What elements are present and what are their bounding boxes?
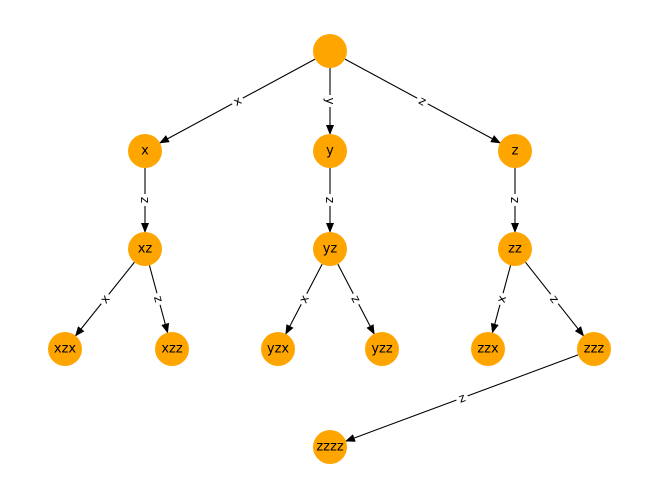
- node-label: xzx: [54, 342, 77, 357]
- node-circle: [313, 232, 347, 266]
- edge-label-group: x: [228, 91, 247, 111]
- node-yz: yz: [313, 232, 347, 266]
- node-circle: [498, 232, 532, 266]
- node-circle: [471, 332, 505, 366]
- edge-label-group: z: [413, 91, 432, 111]
- edge-label-background: [138, 194, 152, 206]
- edge-label: z: [151, 294, 166, 304]
- edge-label: z: [508, 197, 522, 203]
- node-xz: xz: [128, 232, 162, 266]
- node-yzx: yzx: [261, 332, 295, 366]
- node-circle: [577, 332, 611, 366]
- node-circle: [313, 430, 347, 464]
- node-xzx: xzx: [48, 332, 82, 366]
- node-zzz: zzz: [577, 332, 611, 366]
- node-circle: [48, 332, 82, 366]
- node-label: xz: [138, 242, 153, 257]
- edge-label-background: [295, 290, 313, 308]
- node-root: [313, 34, 347, 68]
- node-zz: zz: [498, 232, 532, 266]
- edge-label-background: [453, 389, 471, 407]
- edge-x-xz: z: [138, 168, 152, 233]
- node-zzzz: zzzz: [313, 430, 347, 464]
- edge-root-y: y: [323, 68, 337, 135]
- node-z: z: [498, 134, 532, 168]
- edge-label-group: z: [545, 289, 564, 309]
- edge-label-group: x: [95, 289, 115, 309]
- node-label: zz: [508, 242, 522, 257]
- edge-label-group: x: [295, 290, 313, 308]
- node-circle: [261, 332, 295, 366]
- edge-xz-xzx: x: [74, 261, 135, 337]
- edge-label-group: z: [150, 291, 167, 307]
- edge-label-group: z: [138, 194, 152, 206]
- edge-label-background: [95, 289, 115, 309]
- edge-label-background: [228, 91, 247, 111]
- node-label: z: [512, 144, 519, 159]
- edge-label-background: [508, 194, 522, 206]
- node-circle: [365, 332, 399, 366]
- edge-label-background: [545, 289, 564, 309]
- node-label: zzz: [584, 342, 605, 357]
- edge-yz-yzx: x: [285, 263, 323, 335]
- node-circle: [128, 134, 162, 168]
- node-x: x: [128, 134, 162, 168]
- node-label: yz: [323, 242, 338, 257]
- node-circle: [498, 134, 532, 168]
- edge-label-group: z: [453, 389, 471, 407]
- edge-label-group: y: [323, 95, 337, 107]
- edge-label-background: [323, 95, 337, 107]
- node-yzz: yzz: [365, 332, 399, 366]
- edge-zzz-zzzz: z: [344, 354, 579, 442]
- node-circle: [155, 332, 189, 366]
- node-label: zzx: [477, 342, 499, 357]
- edge-label: z: [138, 197, 152, 203]
- node-label: y: [326, 144, 334, 159]
- node-xzz: xzz: [155, 332, 189, 366]
- edge-yz-yzz: z: [337, 263, 375, 335]
- edge-zz-zzx: x: [490, 265, 512, 334]
- edge-label: z: [457, 390, 468, 405]
- edge-label-group: x: [493, 291, 510, 307]
- node-circle: [128, 232, 162, 266]
- edge-label: x: [494, 294, 509, 305]
- node-label: zzzz: [316, 440, 343, 455]
- edge-root-z: z: [344, 58, 501, 144]
- edge-label-group: z: [323, 194, 337, 206]
- node-label: xzz: [161, 342, 183, 357]
- edge-y-yz: z: [323, 168, 337, 233]
- edge-label-background: [150, 291, 167, 307]
- edge-label: z: [323, 197, 337, 203]
- edge-label-background: [347, 290, 365, 308]
- node-label: yzx: [267, 342, 290, 357]
- edge-z-zz: z: [508, 168, 522, 233]
- edge-label-group: z: [347, 290, 365, 308]
- edge-label-group: z: [508, 194, 522, 206]
- node-label: yzz: [371, 342, 393, 357]
- edge-label: y: [323, 97, 337, 104]
- node-circle: [313, 34, 347, 68]
- node-label: x: [141, 144, 149, 159]
- edge-zz-zzz: z: [525, 261, 585, 337]
- edge-root-x: x: [159, 58, 316, 144]
- edge-label-background: [413, 91, 432, 111]
- edge-label-background: [323, 194, 337, 206]
- node-circle: [313, 134, 347, 168]
- node-zzx: zzx: [471, 332, 505, 366]
- node-y: y: [313, 134, 347, 168]
- edge-xz-xzz: z: [148, 265, 170, 334]
- edge-label-background: [493, 291, 510, 307]
